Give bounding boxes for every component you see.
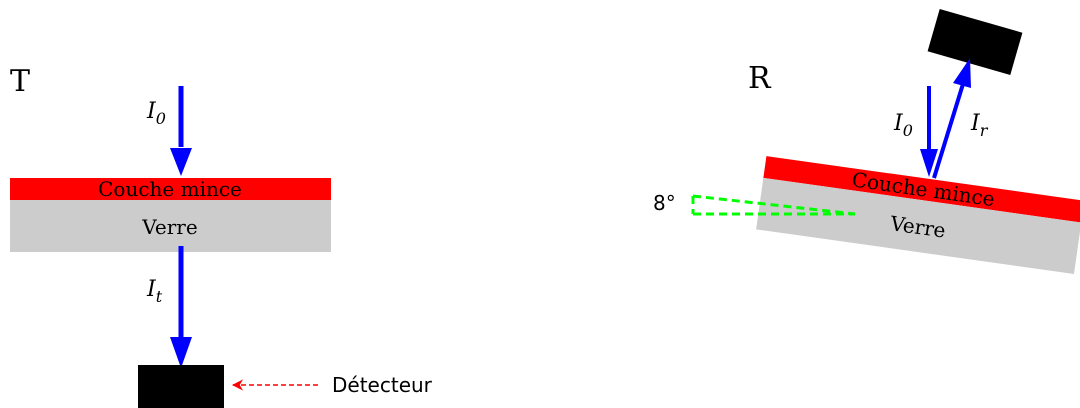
glass-substrate-t: [10, 200, 331, 252]
panel-label-r: R: [748, 61, 772, 96]
glass-substrate-r: [756, 177, 1080, 275]
thin-film-layer-t: [10, 178, 331, 200]
beam-arrowhead-icon: [953, 58, 971, 88]
incident-beam-t: [170, 86, 192, 176]
thin-film-layer-r: [763, 156, 1080, 223]
incident-beam-r: [920, 86, 938, 177]
transmitted-subscript-t: t: [156, 287, 163, 306]
detector-label: Détecteur: [332, 373, 433, 397]
panel-label-t: T: [10, 64, 30, 99]
incident-intensity-label-r: I0: [893, 111, 913, 140]
incident-subscript-t: 0: [156, 109, 166, 128]
reflected-intensity-label-r: Ir: [970, 111, 989, 140]
reflected-subscript-r: r: [980, 121, 989, 140]
reflected-symbol-r: I: [970, 111, 981, 136]
angle-guide-icon: [691, 194, 856, 216]
reflected-beam-r: [932, 58, 971, 179]
reflection-detector-icon: [927, 8, 1023, 76]
beam-arrowhead-icon: [170, 148, 192, 176]
incident-subscript-r: 0: [903, 121, 913, 140]
incident-symbol-r: I: [893, 111, 904, 136]
beam-arrowhead-icon: [170, 337, 192, 368]
transmitted-intensity-label-t: It: [146, 277, 163, 306]
beam-arrowhead-icon: [920, 149, 938, 177]
incident-symbol-t: I: [146, 99, 157, 124]
tilted-sample-r: Couche mince Verre: [756, 156, 1080, 275]
detector-icon: [138, 365, 224, 408]
thin-film-label-t: Couche mince: [98, 177, 242, 201]
glass-label-t: Verre: [141, 215, 197, 239]
tilt-angle-label: 8°: [653, 191, 676, 215]
transmitted-symbol-t: I: [146, 277, 157, 302]
incident-intensity-label-t: I0: [146, 99, 166, 128]
reflection-panel: R Couche mince Verre I0 Ir: [653, 8, 1080, 275]
transmitted-beam-t: [170, 246, 192, 368]
transmission-panel: T I0 Couche mince Verre It Détecteur: [10, 64, 433, 408]
